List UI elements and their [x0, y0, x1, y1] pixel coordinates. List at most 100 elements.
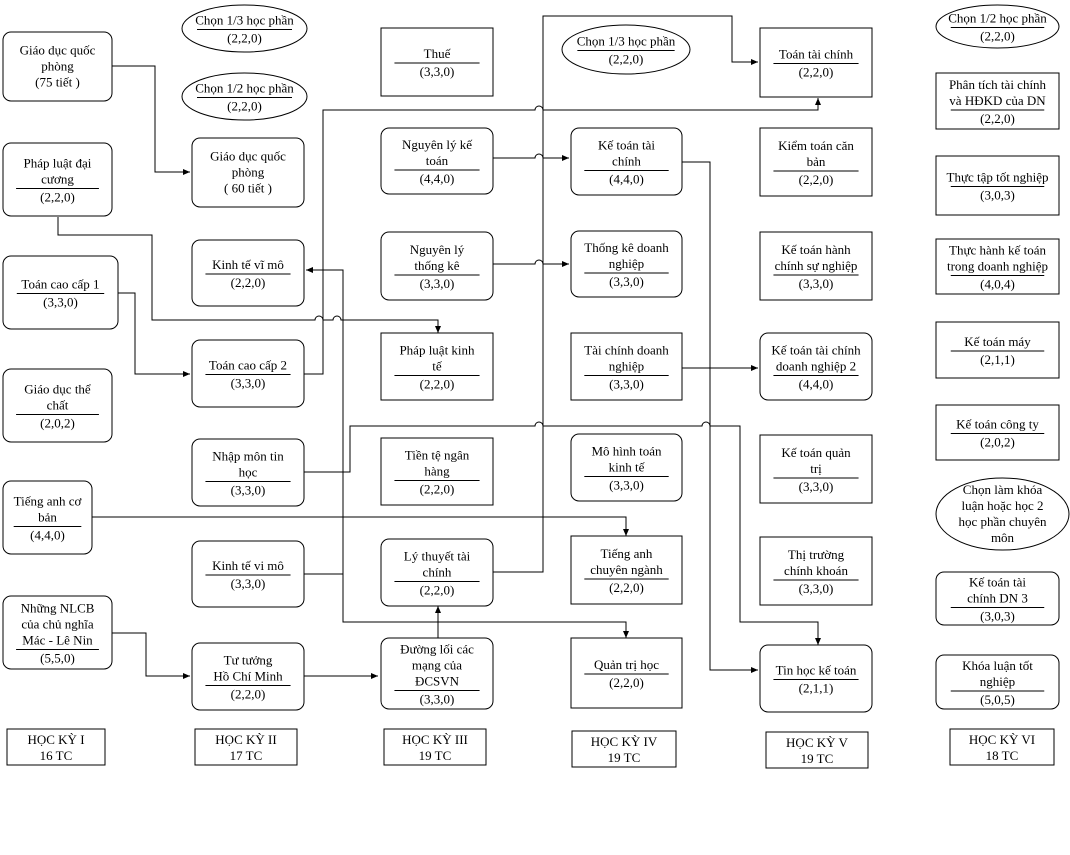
- semester-credits: 19 TC: [419, 748, 452, 763]
- course-name-line: Kế toán tài: [598, 138, 655, 153]
- course-credits: (2,2,0): [420, 377, 455, 392]
- course-box: [380, 231, 494, 301]
- course-box: [935, 238, 1060, 295]
- course-credits: (2,2,0): [40, 190, 75, 205]
- course-box: [380, 332, 494, 401]
- course-credits: (2,2,0): [420, 583, 455, 598]
- course-box: [570, 637, 683, 709]
- course-ktvimo: Kinh tế vĩ mô(2,2,0): [191, 239, 305, 307]
- course-name-line: Thống kê doanh: [584, 240, 669, 255]
- course-credits: (3,3,0): [799, 276, 834, 291]
- course-credits: (2,2,0): [980, 29, 1015, 44]
- course-box: [759, 27, 873, 98]
- course-credits: (4,4,0): [799, 377, 834, 392]
- course-ktvimo2: Kinh tế vi mô(3,3,0): [191, 540, 305, 608]
- course-box: [2, 368, 113, 443]
- course-box: [759, 127, 873, 197]
- course-name-line: chính khoán: [784, 563, 848, 578]
- course-credits: (2,2,0): [799, 65, 834, 80]
- course-credits: (3,3,0): [420, 276, 455, 291]
- course-credits: (2,2,0): [227, 31, 262, 46]
- connector-ktvimo2-qth: [342, 574, 629, 638]
- course-box: [191, 137, 305, 208]
- course-name-line: chính: [612, 154, 641, 169]
- course-credits: (2,0,2): [40, 416, 75, 431]
- course-credits: (2,1,1): [980, 352, 1015, 367]
- course-tcc1: Toán cao cấp 1(3,3,0): [2, 255, 119, 330]
- course-name-line: Pháp luật đại: [24, 156, 92, 171]
- course-name-line: Kế toán tài chính: [771, 343, 861, 358]
- course-name-line: Tiếng anh: [601, 546, 653, 561]
- course-box: [2, 480, 93, 555]
- course-box: [570, 535, 683, 605]
- course-name-line: Toán tài chính: [779, 47, 854, 62]
- course-box: [935, 571, 1060, 626]
- course-box: [935, 321, 1060, 379]
- course-name-line: Toán cao cấp 2: [209, 358, 287, 373]
- course-box: [380, 437, 494, 506]
- semester-box: [383, 728, 487, 766]
- semester-name: HỌC KỲ IV: [591, 734, 658, 749]
- course-name-line: Giáo dục thể: [24, 382, 91, 397]
- course-name-line: bản: [807, 154, 826, 169]
- course-credits: (3,3,0): [799, 581, 834, 596]
- course-credits: (2,0,2): [980, 435, 1015, 450]
- course-name-line: Quản trị học: [594, 657, 659, 672]
- course-credits: (2,2,0): [609, 52, 644, 67]
- semester-name: HỌC KỲ VI: [969, 732, 1035, 747]
- course-credits: (3,3,0): [609, 478, 644, 493]
- course-qth: Quản trị học(2,2,0): [570, 637, 683, 709]
- course-credits: (2,2,0): [227, 99, 262, 114]
- semester-name: HỌC KỲ V: [786, 735, 848, 750]
- course-box: [380, 637, 494, 710]
- course-ktm: Kế toán máy(2,1,1): [935, 321, 1060, 379]
- course-box: [191, 339, 305, 408]
- course-name-line: thống kê: [414, 258, 459, 273]
- course-name-line: Thuế: [424, 46, 452, 61]
- course-name-line: (75 tiết ): [35, 75, 80, 90]
- course-box: [2, 255, 119, 330]
- course-name-line: chính DN 3: [967, 591, 1028, 606]
- course-name-line: hàng: [424, 464, 450, 479]
- course-credits: (3,0,3): [980, 188, 1015, 203]
- course-name-line: Thực tập tốt nghiệp: [947, 170, 1049, 185]
- course-tcc2: Toán cao cấp 2(3,3,0): [191, 339, 305, 408]
- course-box: [2, 31, 113, 102]
- course-credits: (2,2,0): [231, 275, 266, 290]
- course-box: [2, 595, 113, 670]
- course-name-line: Những NLCB: [21, 601, 95, 616]
- course-name-line: Lý thuyết tài: [404, 549, 471, 564]
- course-name-line: Phân tích tài chính: [949, 77, 1047, 92]
- semester-name: HỌC KỲ I: [27, 732, 84, 747]
- course-name-line: Tiền tệ ngân: [405, 448, 470, 463]
- course-name-line: Nguyên lý kế: [402, 137, 473, 152]
- connector-ktvimo2-ktvimo: [304, 267, 344, 575]
- course-box: [191, 540, 305, 608]
- course-name-line: Chọn 1/2 học phần: [195, 81, 294, 96]
- course-name-line: Đường lối các: [400, 642, 474, 657]
- course-opt12b: Chọn 1/2 học phần(2,2,0): [935, 4, 1060, 49]
- semester-name: HỌC KỲ II: [215, 732, 276, 747]
- semester-credits: 18 TC: [986, 748, 1019, 763]
- semester-box: [571, 730, 677, 768]
- course-box: [191, 438, 305, 507]
- course-name-line: bản: [38, 510, 57, 525]
- connector-tacb-tacn: [92, 516, 629, 536]
- course-name-line: ĐCSVN: [415, 674, 460, 689]
- course-name-line: Pháp luật kinh: [399, 343, 475, 358]
- course-credits: (3,3,0): [609, 377, 644, 392]
- course-credits: (2,2,0): [609, 580, 644, 595]
